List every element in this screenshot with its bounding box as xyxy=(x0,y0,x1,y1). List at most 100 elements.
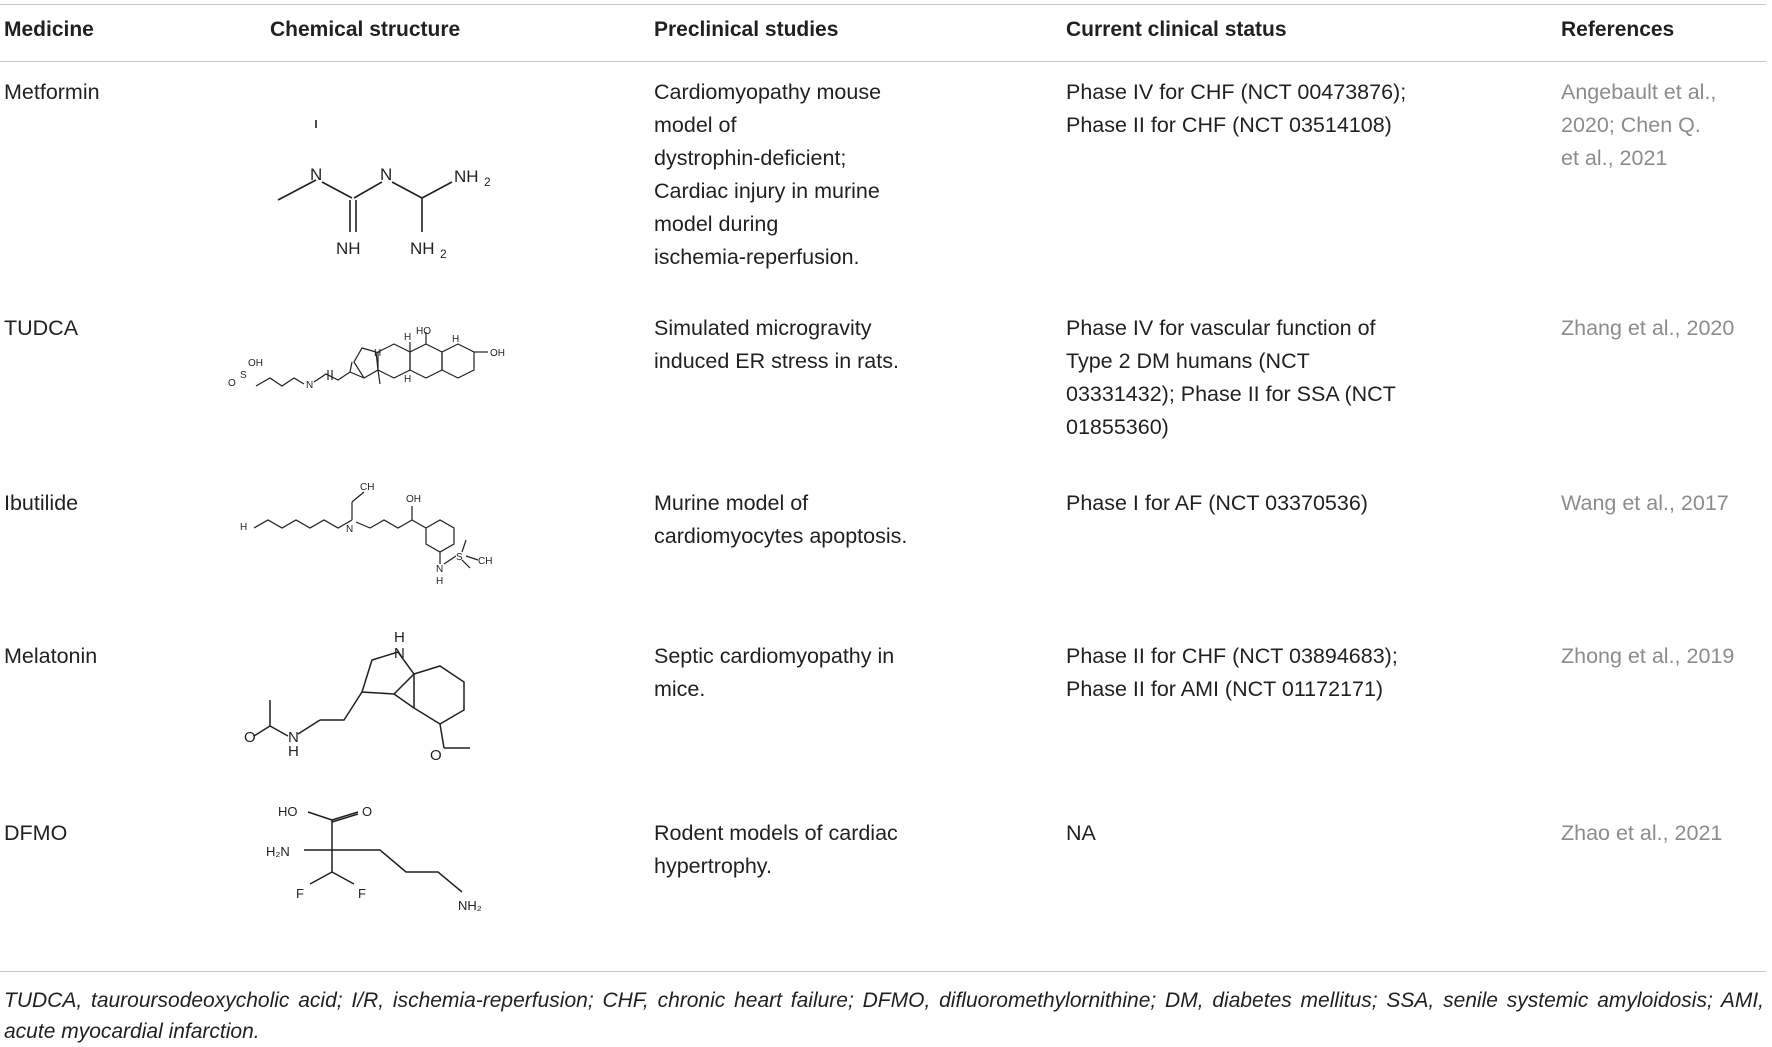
atom-label: HO xyxy=(416,326,431,337)
atom-label: N xyxy=(380,165,392,184)
row-melatonin-preclinical: Septic cardiomyopathy in mice. xyxy=(654,640,894,706)
text-line: 01855360) xyxy=(1066,415,1169,439)
atom-label: CH xyxy=(478,556,492,567)
row-ibutilide-medicine: Ibutilide xyxy=(4,491,79,515)
row-melatonin-references: Zhong et al., 2019 xyxy=(1561,640,1734,673)
atom-label: N xyxy=(288,729,299,746)
atom-label: H xyxy=(240,522,247,533)
row-tudca-preclinical: Simulated microgravity induced ER stress… xyxy=(654,312,899,378)
header-rule xyxy=(0,61,1766,62)
text-line: Rodent models of cardiac xyxy=(654,821,898,845)
atom-label: O xyxy=(228,378,236,389)
text-line: NA xyxy=(1066,821,1096,845)
subscript-2: 2 xyxy=(440,247,447,260)
atom-label: OH xyxy=(406,494,421,505)
atom-label: H xyxy=(436,576,443,587)
row-tudca-clinical: Phase IV for vascular function of Type 2… xyxy=(1066,312,1396,444)
atom-label: H xyxy=(394,629,405,646)
header-clinical: Current clinical status xyxy=(1066,18,1287,41)
ibutilide-structure: H N CH OH N H S CH xyxy=(240,472,530,587)
text-line: ischemia-reperfusion. xyxy=(654,245,860,269)
text-line: Zhao et al., 2021 xyxy=(1561,821,1723,845)
text-line: et al., 2021 xyxy=(1561,146,1668,170)
metformin-structure: N N NH 2 NH NH 2 xyxy=(270,120,530,260)
atom-label: F xyxy=(296,886,304,901)
atom-label: S xyxy=(456,552,463,563)
atom-label: H xyxy=(452,334,459,345)
row-melatonin-medicine: Melatonin xyxy=(4,644,98,668)
row-dfmo-medicine: DFMO xyxy=(4,821,68,845)
text-line: 03331432); Phase II for SSA (NCT xyxy=(1066,382,1396,406)
row-metformin-references: Angebault et al., 2020; Chen Q. et al., … xyxy=(1561,76,1716,175)
row-metformin-preclinical: Cardiomyopathy mouse model of dystrophin… xyxy=(654,76,881,274)
table-bottom-rule xyxy=(0,971,1766,972)
header-medicine: Medicine xyxy=(4,18,94,41)
atom-label: NH₂ xyxy=(458,898,482,913)
atom-label: CH xyxy=(360,482,374,493)
text-line: model during xyxy=(654,212,779,236)
text-line: mice. xyxy=(654,677,706,701)
atom-label: O xyxy=(430,747,442,764)
atom-label: H₂N xyxy=(266,844,290,859)
text-line: Phase II for AMI (NCT 01172171) xyxy=(1066,677,1384,701)
atom-label: O xyxy=(362,804,372,819)
row-ibutilide-preclinical: Murine model of cardiomyocytes apoptosis… xyxy=(654,487,907,553)
text-line: induced ER stress in rats. xyxy=(654,349,899,373)
atom-label: NH xyxy=(336,239,361,258)
atom-label: H xyxy=(404,374,411,385)
atom-label: N xyxy=(436,564,443,575)
atom-label: H xyxy=(288,743,299,760)
atom-label: H xyxy=(374,348,381,359)
atom-label: O xyxy=(244,729,256,746)
text-line: cardiomyocytes apoptosis. xyxy=(654,524,908,548)
text-line: Phase II for CHF (NCT 03894683); xyxy=(1066,644,1398,668)
text-line: Zhong et al., 2019 xyxy=(1561,644,1735,668)
tudca-structure: O S OH N HO OH H H H H xyxy=(226,322,546,412)
dfmo-structure: HO O H₂N F F NH₂ xyxy=(262,798,512,918)
atom-label: N xyxy=(394,645,405,662)
text-line: hypertrophy. xyxy=(654,854,772,878)
atom-label: NH xyxy=(410,239,435,258)
text-line: Phase II for CHF (NCT 03514108) xyxy=(1066,113,1392,137)
atom-label: OH xyxy=(248,358,263,369)
subscript-2: 2 xyxy=(484,175,491,189)
atom-label: H xyxy=(404,332,411,343)
header-preclinical: Preclinical studies xyxy=(654,18,839,41)
row-ibutilide-clinical: Phase I for AF (NCT 03370536) xyxy=(1066,487,1368,520)
text-line: Angebault et al., xyxy=(1561,80,1717,104)
melatonin-structure: H N N H O O xyxy=(244,624,534,764)
text-line: Phase IV for CHF (NCT 00473876); xyxy=(1066,80,1407,104)
row-ibutilide-references: Wang et al., 2017 xyxy=(1561,487,1729,520)
row-dfmo-references: Zhao et al., 2021 xyxy=(1561,817,1722,850)
row-tudca-medicine: TUDCA xyxy=(4,316,79,340)
atom-label: S xyxy=(240,370,247,381)
text-line: Phase I for AF (NCT 03370536) xyxy=(1066,491,1368,515)
row-dfmo-preclinical: Rodent models of cardiac hypertrophy. xyxy=(654,817,898,883)
text-line: Murine model of xyxy=(654,491,809,515)
atom-label: NH xyxy=(454,167,479,186)
table-footnote: TUDCA, tauroursodeoxycholic acid; I/R, i… xyxy=(4,989,1764,1043)
table-top-rule xyxy=(0,4,1766,5)
text-line: Type 2 DM humans (NCT xyxy=(1066,349,1310,373)
text-line: Cardiomyopathy mouse xyxy=(654,80,882,104)
text-line: model of xyxy=(654,113,737,137)
row-dfmo-clinical: NA xyxy=(1066,817,1096,850)
text-line: Wang et al., 2017 xyxy=(1561,491,1729,515)
row-metformin-medicine: Metformin xyxy=(4,80,100,104)
header-structure: Chemical structure xyxy=(270,18,461,41)
atom-label: HO xyxy=(278,804,298,819)
atom-label: F xyxy=(358,886,366,901)
row-metformin-clinical: Phase IV for CHF (NCT 00473876); Phase I… xyxy=(1066,76,1406,142)
text-line: Zhang et al., 2020 xyxy=(1561,316,1735,340)
text-line: Cardiac injury in murine xyxy=(654,179,880,203)
atom-label: OH xyxy=(490,348,505,359)
atom-label: N xyxy=(346,524,353,535)
text-line: 2020; Chen Q. xyxy=(1561,113,1701,137)
text-line: Septic cardiomyopathy in xyxy=(654,644,895,668)
text-line: dystrophin-deficient; xyxy=(654,146,847,170)
atom-label: N xyxy=(310,165,322,184)
row-melatonin-clinical: Phase II for CHF (NCT 03894683); Phase I… xyxy=(1066,640,1398,706)
row-tudca-references: Zhang et al., 2020 xyxy=(1561,312,1734,345)
atom-label: N xyxy=(306,380,313,391)
text-line: Phase IV for vascular function of xyxy=(1066,316,1376,340)
